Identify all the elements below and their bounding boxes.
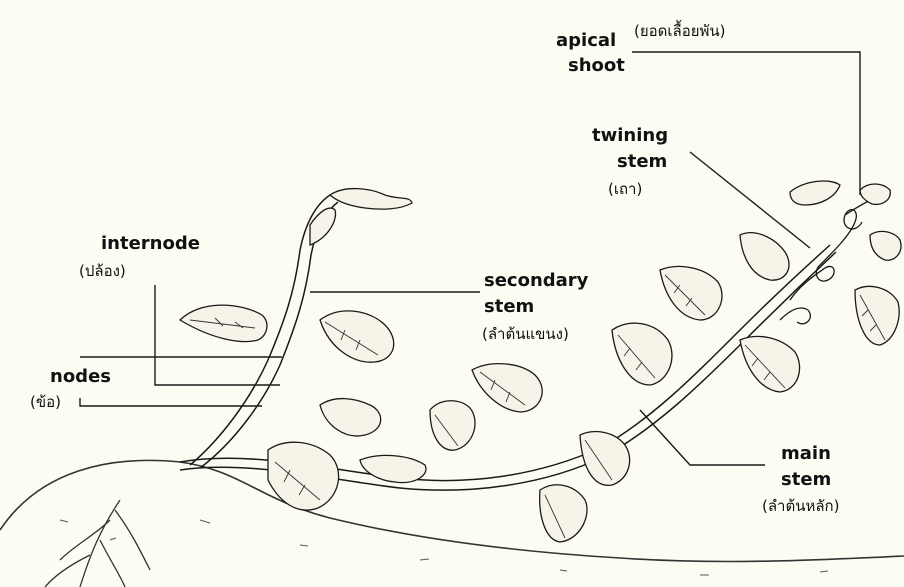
- nodes-thai-label: (ข้อ): [30, 393, 61, 411]
- secondary-stem-label-line2: stem: [484, 296, 534, 318]
- leader-lines: [80, 52, 860, 465]
- leader-main-stem: [640, 410, 765, 465]
- leader-apical-shoot: [632, 52, 860, 195]
- internode-label: internode: [101, 233, 200, 255]
- secondary-stem-thai-label: (ลำต้นแขนง): [482, 325, 569, 343]
- main-stem-thai-label: (ลำต้นหลัก): [762, 497, 839, 515]
- leader-node-lower: [80, 398, 262, 406]
- twining-stem-label-line2: stem: [617, 151, 667, 173]
- twining-stem-label-line1: twining: [592, 125, 668, 147]
- main-stem-label-line1: main: [781, 443, 831, 465]
- secondary-stem-label-line1: secondary: [484, 270, 588, 292]
- nodes-label: nodes: [50, 366, 111, 388]
- roots: [45, 500, 150, 587]
- apical-shoot-label-line2: shoot: [568, 55, 625, 77]
- main-stem-label-line2: stem: [781, 469, 831, 491]
- apical-shoot-label-line1: apical: [556, 30, 616, 52]
- apical-shoot-thai-label: (ยอดเลื้อยพัน): [634, 22, 726, 40]
- twining-stem-thai-label: (เถา): [608, 180, 642, 198]
- internode-thai-label: (ปล้อง): [79, 262, 126, 280]
- ground-texture: [60, 520, 828, 575]
